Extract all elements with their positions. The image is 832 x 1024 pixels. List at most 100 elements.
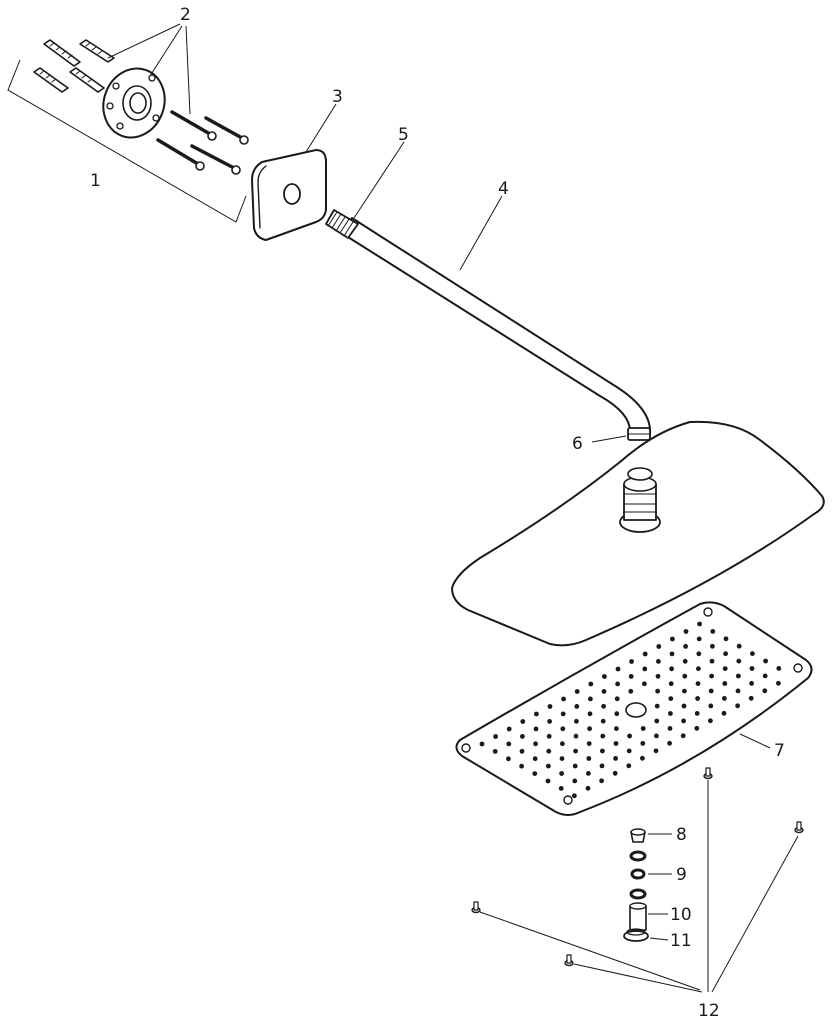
spray-nozzle xyxy=(722,681,728,686)
spray-nozzle xyxy=(532,771,538,776)
spray-nozzle xyxy=(629,659,634,664)
spray-nozzle xyxy=(613,741,619,746)
spray-nozzle xyxy=(668,681,674,687)
flow-limiter xyxy=(630,828,646,843)
spray-nozzle xyxy=(735,703,740,709)
spray-nozzle xyxy=(762,673,768,679)
spray-nozzle xyxy=(709,658,715,664)
spray-nozzle xyxy=(533,741,538,747)
spray-nozzle xyxy=(722,696,727,701)
seal-ring xyxy=(629,888,647,900)
base-nut xyxy=(623,928,649,942)
small-screw xyxy=(564,954,574,967)
spray-nozzle xyxy=(642,666,648,672)
spray-nozzle xyxy=(669,666,674,672)
spray-nozzle xyxy=(614,696,620,702)
spray-nozzle xyxy=(682,658,688,664)
callout-1: 1 xyxy=(90,171,101,191)
small-components xyxy=(623,828,649,942)
spray-nozzle xyxy=(656,644,662,649)
spray-nozzle xyxy=(681,703,687,709)
spray-nozzle xyxy=(520,734,525,739)
spray-nozzle xyxy=(602,674,607,679)
leader-lines xyxy=(107,23,799,993)
spray-nozzle xyxy=(586,756,592,761)
spray-nozzle xyxy=(723,636,729,642)
spray-nozzle xyxy=(695,696,700,701)
spray-nozzle xyxy=(547,704,553,709)
spray-nozzle xyxy=(735,688,741,694)
spray-nozzle xyxy=(506,726,512,732)
callout-11: 11 xyxy=(670,931,692,951)
spray-nozzle xyxy=(667,740,672,746)
spray-nozzle xyxy=(587,726,592,732)
spray-nozzle xyxy=(749,681,754,686)
spray-nozzle xyxy=(600,718,606,724)
spray-nozzle xyxy=(546,748,552,754)
spray-nozzle xyxy=(546,733,552,739)
screw xyxy=(190,144,241,175)
spray-nozzle xyxy=(776,666,782,671)
small-screw xyxy=(703,767,713,780)
spray-nozzle xyxy=(721,710,727,716)
spray-nozzle xyxy=(708,688,714,694)
callout-2: 2 xyxy=(180,5,191,25)
spray-nozzle xyxy=(626,763,632,769)
screw xyxy=(204,116,249,145)
wall-flange xyxy=(102,67,166,139)
callout-6: 6 xyxy=(572,434,583,454)
shower-head-body xyxy=(451,420,825,647)
shower-arm xyxy=(325,209,652,441)
spray-nozzle xyxy=(559,756,565,761)
spray-nozzle xyxy=(573,733,579,739)
spray-nozzle xyxy=(547,719,552,724)
seal-ring xyxy=(629,850,647,862)
callout-4: 4 xyxy=(498,179,509,199)
spray-nozzle xyxy=(586,771,591,776)
spray-nozzle xyxy=(588,696,593,702)
seal-ring xyxy=(630,868,646,880)
spray-nozzle xyxy=(640,755,645,761)
spray-nozzle xyxy=(626,748,632,754)
spray-nozzle xyxy=(572,778,578,784)
spray-nozzle xyxy=(776,680,781,686)
wall-plug xyxy=(79,39,115,63)
ball-joint-connector xyxy=(619,467,661,533)
callout-8: 8 xyxy=(676,825,687,845)
spray-nozzle xyxy=(519,763,524,769)
spray-nozzle xyxy=(506,741,512,747)
callout-12: 12 xyxy=(698,1001,720,1021)
spray-nozzle xyxy=(628,688,634,694)
spray-nozzle xyxy=(668,696,674,701)
spray-nozzle xyxy=(599,763,605,769)
spray-nozzle xyxy=(612,770,618,776)
callout-9: 9 xyxy=(676,865,687,885)
spray-nozzle xyxy=(723,651,728,657)
spray-nozzle xyxy=(642,681,647,687)
wall-plug xyxy=(69,67,105,93)
spray-nozzle xyxy=(695,681,701,686)
spray-nozzle xyxy=(710,629,716,634)
spray-nozzle xyxy=(669,651,675,657)
spray-nozzle xyxy=(572,793,577,799)
spray-nozzle xyxy=(572,763,578,769)
spray-nozzle xyxy=(601,703,606,709)
screw xyxy=(156,138,205,171)
spray-nozzle xyxy=(670,636,675,642)
spray-nozzle xyxy=(697,621,702,627)
spray-nozzle xyxy=(600,748,605,754)
spray-nozzle xyxy=(615,681,620,687)
spray-nozzle xyxy=(600,733,606,739)
screw xyxy=(170,110,217,141)
callout-10: 10 xyxy=(670,905,692,925)
spray-nozzle xyxy=(642,651,648,657)
spray-nozzle xyxy=(492,749,498,754)
spray-nozzle xyxy=(533,726,539,732)
spray-nozzle xyxy=(750,651,755,656)
spray-nozzle xyxy=(722,666,728,671)
spray-nozzle xyxy=(708,718,713,724)
spray-nozzle xyxy=(710,643,715,649)
spray-nozzle xyxy=(519,748,525,754)
spray-nozzle xyxy=(682,688,687,694)
